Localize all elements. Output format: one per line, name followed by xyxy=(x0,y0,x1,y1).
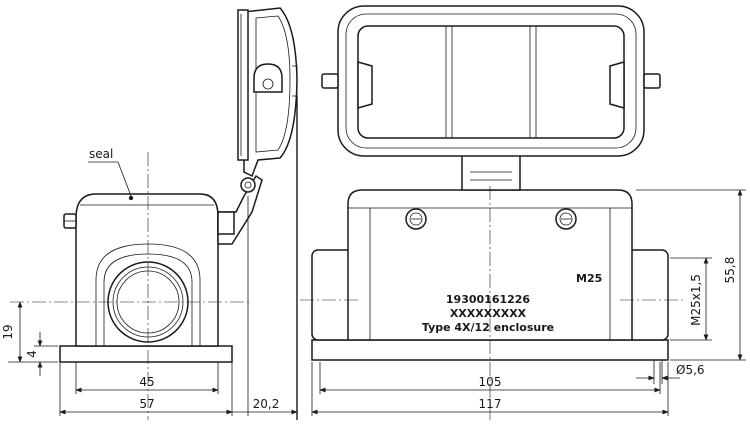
cover-knob xyxy=(253,63,283,93)
seal-callout: seal xyxy=(88,147,132,197)
side-view xyxy=(10,7,298,420)
thread-marking: M25 xyxy=(576,272,602,285)
side-lever-block xyxy=(217,211,235,235)
dimensions: 19 4 45 57 20,2 105 117 55,8 xyxy=(1,189,746,416)
hinge-pin xyxy=(240,177,256,193)
cover-flange xyxy=(237,9,249,161)
seal-point xyxy=(128,195,134,201)
dim-45: 45 xyxy=(139,375,154,389)
batch-code: XXXXXXXXX xyxy=(450,307,527,320)
seal-label: seal xyxy=(89,147,113,161)
cover-pin-left xyxy=(321,73,339,89)
cover-inner xyxy=(255,15,291,153)
dim-19: 19 xyxy=(1,324,15,339)
dim-4: 4 xyxy=(25,350,39,358)
front-boss-right xyxy=(627,249,669,341)
dim-57: 57 xyxy=(139,397,154,411)
front-view: M25 19300161226 XXXXXXXXX Type 4X/12 enc… xyxy=(300,5,684,420)
part-number: 19300161226 xyxy=(446,293,531,306)
cover-pin-right xyxy=(643,73,661,89)
cover-clip-left xyxy=(357,61,373,109)
dim-m25: M25x1,5 xyxy=(689,274,703,326)
dim-105: 105 xyxy=(479,375,502,389)
front-boss-left xyxy=(311,249,353,341)
dim-117: 117 xyxy=(479,397,502,411)
side-base-flange xyxy=(59,345,233,363)
front-cover-window xyxy=(357,25,625,139)
dim-hole: Ø5,6 xyxy=(676,363,705,377)
enclosure-type: Type 4X/12 enclosure xyxy=(422,321,554,334)
dim-55-8: 55,8 xyxy=(723,257,737,284)
cover-clip-right xyxy=(609,61,625,109)
dim-20-2: 20,2 xyxy=(253,397,280,411)
cover-knob-hole xyxy=(262,78,274,90)
front-cover-seal xyxy=(345,13,637,149)
hinge-pin-inner xyxy=(244,181,252,189)
